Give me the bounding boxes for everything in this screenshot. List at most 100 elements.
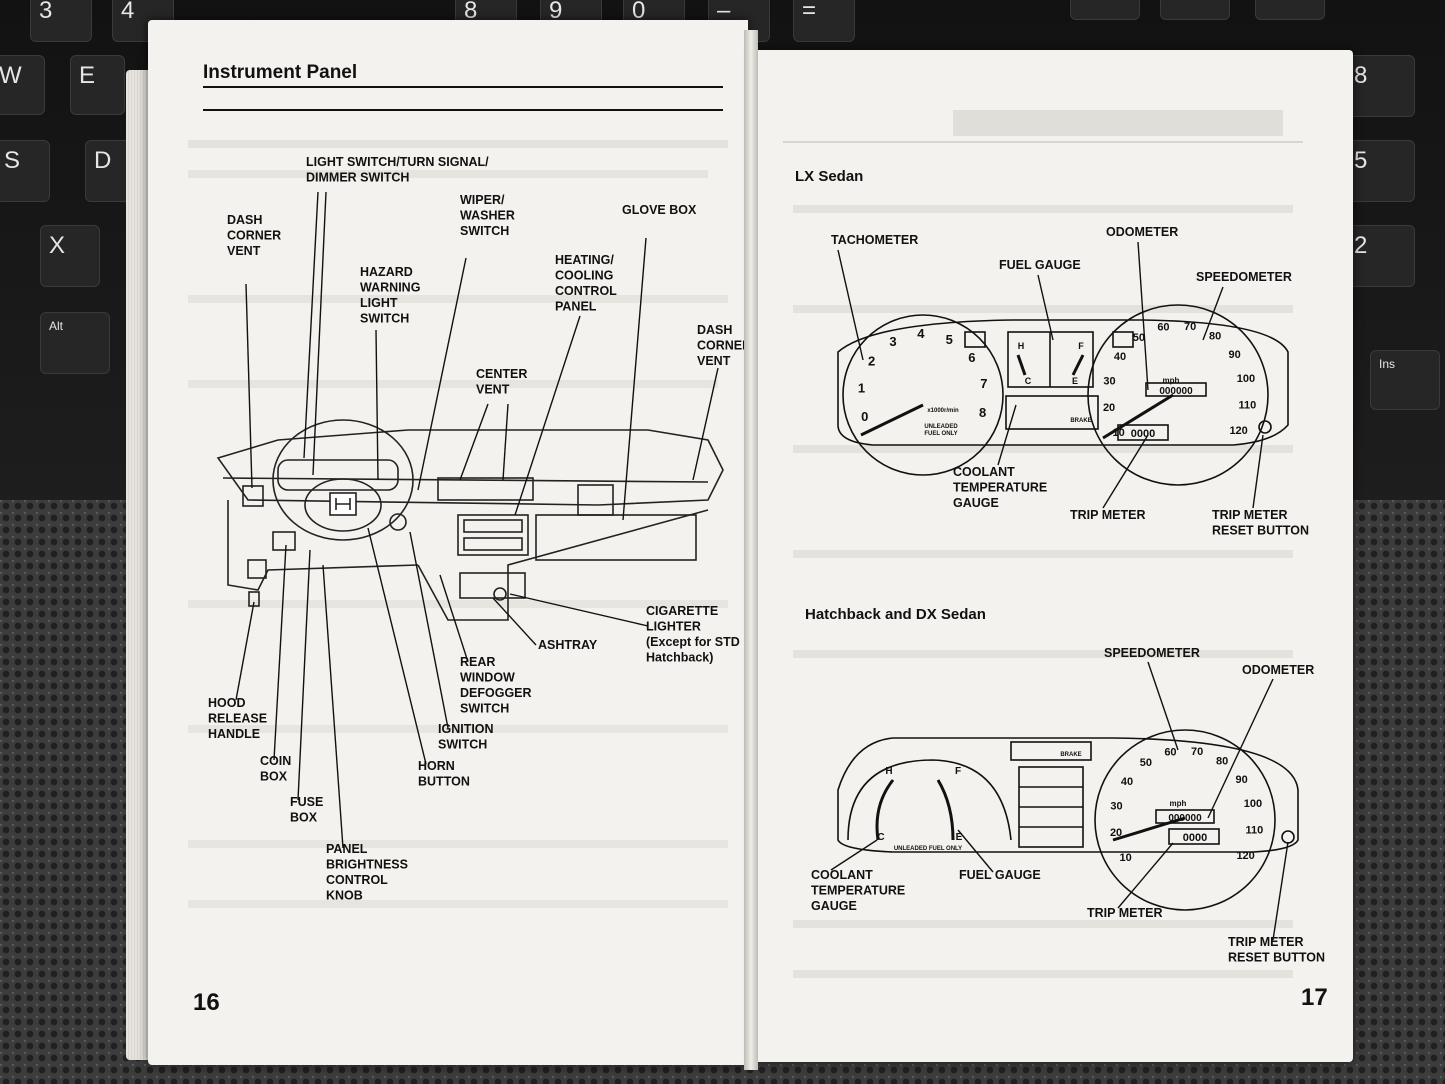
- speedo-number: 40: [1121, 776, 1133, 788]
- speedo-number: 90: [1229, 349, 1241, 361]
- label-cigarette-lighter: CIGARETTE: [646, 604, 718, 618]
- tach-number: 6: [968, 350, 975, 365]
- label-fuse-box: BOX: [290, 811, 318, 825]
- speedo-number: 50: [1133, 332, 1145, 344]
- label-light-switch: LIGHT SWITCH/TURN SIGNAL/: [306, 155, 489, 169]
- speedo-number: 80: [1209, 331, 1221, 343]
- label-horn-button: HORN: [418, 759, 455, 773]
- label-rear-window-defogger-switch: REAR: [460, 655, 495, 669]
- trip-digits: 0000: [1183, 832, 1207, 844]
- label-fuel-gauge-hb: FUEL GAUGE: [959, 868, 1041, 882]
- key-numlk: NmLk: [1255, 0, 1325, 20]
- label-horn-button: BUTTON: [418, 775, 470, 789]
- label-trip-meter-hb: TRIP METER: [1087, 906, 1162, 920]
- bleed-through-text: [783, 110, 1303, 978]
- instrument-panel-diagram: Instrument Panel: [188, 62, 748, 1016]
- label-odometer-lx: ODOMETER: [1106, 225, 1178, 239]
- label-heating-cooling-control-panel: PANEL: [555, 300, 597, 314]
- key-end: End: [1160, 0, 1230, 20]
- callout-labels: LIGHT SWITCH/TURN SIGNAL/DIMMER SWITCH WI…: [208, 155, 748, 903]
- key-8-num: 8: [1345, 55, 1415, 117]
- leader-lines: [830, 241, 1289, 941]
- label-hazard-warning-light-switch: WARNING: [360, 281, 420, 295]
- key-w: W: [0, 55, 45, 115]
- speedo-number: 10: [1120, 852, 1132, 864]
- gauge-letter-empty: E: [1072, 376, 1078, 386]
- tach-number: 8: [979, 405, 986, 420]
- label-panel-brightness-control-knob: BRIGHTNESS: [326, 858, 408, 872]
- gauge-letter-full: F: [1078, 341, 1084, 351]
- speedo-number: 70: [1184, 321, 1196, 333]
- brake-label: BRAKE: [1070, 418, 1091, 424]
- label-cigarette-lighter: (Except for STD: [646, 635, 740, 649]
- label-trip-meter-lx: TRIP METER: [1070, 508, 1145, 522]
- speedo-number: 30: [1103, 375, 1115, 387]
- label-dash-corner-vent-left: CORNER: [227, 229, 281, 243]
- label-coolant-temp-gauge-lx: TEMPERATURE: [953, 481, 1047, 495]
- label-glove-box: GLOVE BOX: [622, 203, 697, 217]
- label-hazard-warning-light-switch: SWITCH: [360, 312, 409, 326]
- label-ignition-switch: SWITCH: [438, 738, 487, 752]
- label-light-switch: DIMMER SWITCH: [306, 171, 409, 185]
- speedo-number: 80: [1216, 756, 1228, 768]
- tach-unit: x1000r/min: [927, 408, 959, 414]
- section-title-hatchback-dx-sedan: Hatchback and DX Sedan: [805, 606, 986, 623]
- unleaded-label: UNLEADED: [924, 424, 958, 430]
- speedo-number: 30: [1110, 800, 1122, 812]
- label-hood-release-handle: HOOD: [208, 696, 246, 710]
- tach-number: 2: [868, 353, 875, 368]
- speedo-number: 120: [1236, 850, 1254, 862]
- label-coolant-temp-gauge-hb: TEMPERATURE: [811, 884, 905, 898]
- tach-number: 4: [917, 326, 925, 341]
- label-coolant-temp-gauge-lx: COOLANT: [953, 465, 1015, 479]
- owners-manual-book: Instrument Panel: [118, 20, 1363, 1070]
- label-dash-corner-vent-left: VENT: [227, 244, 261, 258]
- label-speedometer-lx: SPEEDOMETER: [1196, 270, 1292, 284]
- gauge-letter-cold: C: [877, 832, 884, 843]
- speedo-unit: mph: [1170, 799, 1187, 808]
- label-coin-box: BOX: [260, 770, 288, 784]
- section-title-lx-sedan: LX Sedan: [795, 168, 863, 185]
- tach-number: 3: [889, 334, 896, 349]
- speedo-number: 110: [1245, 825, 1263, 837]
- label-heating-cooling-control-panel: CONTROL: [555, 284, 617, 298]
- speedo-number: 110: [1238, 400, 1256, 412]
- gauge-letter-empty: E: [956, 832, 963, 843]
- tach-number: 5: [946, 332, 953, 347]
- key-e: E: [70, 55, 125, 115]
- label-coolant-temp-gauge-lx: GAUGE: [953, 496, 999, 510]
- label-ignition-switch: IGNITION: [438, 722, 494, 736]
- label-fuse-box: FUSE: [290, 795, 323, 809]
- speedo-number: 60: [1157, 322, 1169, 334]
- label-hazard-warning-light-switch: LIGHT: [360, 296, 398, 310]
- label-hood-release-handle: RELEASE: [208, 712, 267, 726]
- speedo-number: 100: [1237, 373, 1255, 385]
- gauge-letter-cold: C: [1025, 376, 1032, 386]
- label-fuel-gauge-lx: FUEL GAUGE: [999, 258, 1081, 272]
- label-trip-meter-reset-hb: RESET BUTTON: [1228, 951, 1325, 965]
- unleaded-label: UNLEADED FUEL ONLY: [894, 846, 962, 852]
- label-rear-window-defogger-switch: WINDOW: [460, 671, 515, 685]
- speedo-number: 70: [1191, 746, 1203, 758]
- key-3: 3: [30, 0, 92, 42]
- speedo-number: 20: [1103, 402, 1115, 414]
- label-rear-window-defogger-switch: SWITCH: [460, 702, 509, 716]
- label-cigarette-lighter: LIGHTER: [646, 620, 701, 634]
- leader-lines: [235, 191, 719, 849]
- label-panel-brightness-control-knob: KNOB: [326, 889, 363, 903]
- label-dash-corner-vent-left: DASH: [227, 213, 262, 227]
- tach-number: 7: [980, 376, 987, 391]
- label-heating-cooling-control-panel: COOLING: [555, 269, 613, 283]
- label-trip-meter-reset-lx: RESET BUTTON: [1212, 524, 1309, 538]
- left-page: Instrument Panel: [148, 20, 748, 1065]
- page-number-left: 16: [193, 989, 220, 1016]
- label-odometer-hb: ODOMETER: [1242, 663, 1314, 677]
- gauge-letter-full: F: [955, 766, 961, 777]
- page-title: Instrument Panel: [203, 62, 357, 83]
- speedo-number: 20: [1110, 827, 1122, 839]
- key-s: S: [0, 140, 50, 202]
- page-number-right: 17: [1301, 984, 1328, 1011]
